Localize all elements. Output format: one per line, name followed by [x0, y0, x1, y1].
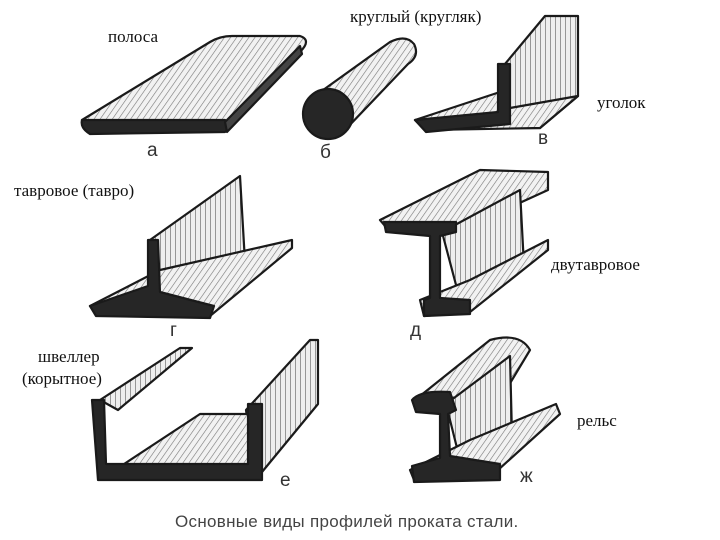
- letter-zh: ж: [520, 466, 533, 487]
- ibeam-profile: [378, 168, 550, 318]
- label-angle: уголок: [597, 93, 646, 112]
- angle-profile: [413, 14, 580, 134]
- strip-profile: [80, 34, 308, 136]
- label-strip: полоса: [108, 27, 159, 46]
- letter-a: а: [147, 140, 158, 161]
- tee-profile: [88, 174, 294, 320]
- letter-d: д: [410, 320, 422, 341]
- letter-b: б: [320, 142, 331, 163]
- figure-caption: Основные виды профилей проката стали.: [175, 512, 519, 531]
- label-channel-line2: (корытное): [22, 369, 102, 388]
- rail-profile: [408, 336, 562, 484]
- label-ibeam: двутавровое: [551, 255, 640, 274]
- letter-e: е: [280, 470, 291, 491]
- channel-profile: [90, 338, 320, 482]
- label-rail: рельс: [577, 411, 617, 430]
- label-channel-line1: швеллер: [38, 347, 100, 366]
- label-round: круглый (кругляк): [350, 7, 482, 26]
- letter-g: г: [170, 320, 177, 341]
- label-tee: тавровое (тавро): [14, 181, 135, 200]
- round-bar-profile: [301, 37, 418, 141]
- letter-v: в: [538, 128, 549, 149]
